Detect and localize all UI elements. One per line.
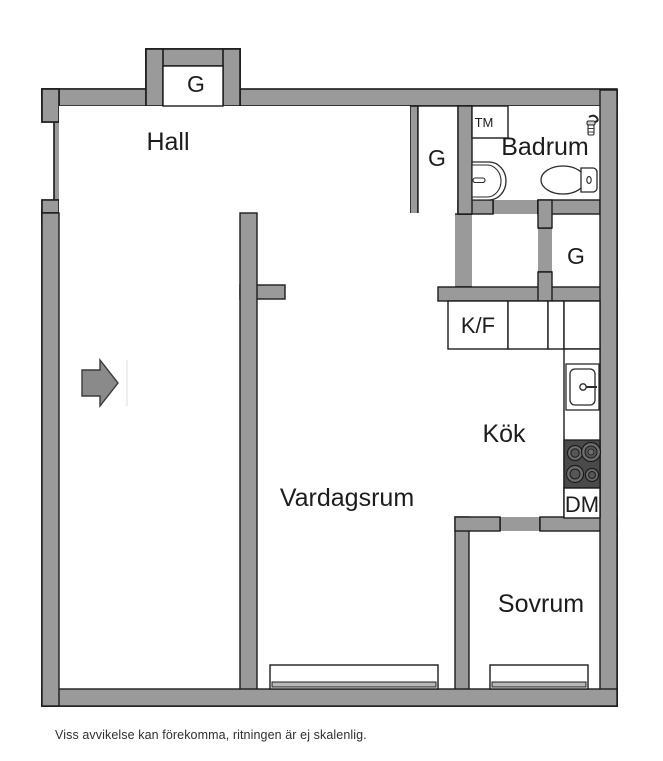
corridor-interior bbox=[472, 214, 538, 287]
right-outer-wall-2 bbox=[599, 89, 618, 707]
sovrum-interior bbox=[469, 531, 600, 689]
closet-right-interior bbox=[417, 105, 459, 215]
room-label-badrum: Badrum bbox=[501, 133, 589, 161]
bathroom-door-jamb-2 bbox=[537, 199, 553, 229]
closet-label-corridor: G bbox=[567, 243, 585, 269]
room-label-kok: Kök bbox=[482, 420, 526, 448]
closet-labels: G G G bbox=[187, 71, 585, 269]
appliance-labels: TM K/F DM bbox=[461, 115, 599, 517]
closet-right-left-wall bbox=[409, 105, 419, 215]
shower-mixer-icon bbox=[586, 114, 599, 136]
hall-interior bbox=[59, 106, 410, 213]
vardagsrum-interior bbox=[59, 213, 240, 689]
appliance-label-fridge-freezer: K/F bbox=[461, 313, 495, 338]
bathroom-fixtures bbox=[471, 105, 599, 204]
window-sovrum bbox=[489, 664, 589, 690]
dishwasher-box bbox=[563, 487, 601, 519]
entrance-arrow bbox=[81, 357, 128, 409]
vardagsrum-interior-mid bbox=[257, 213, 455, 303]
cooktop-icon bbox=[563, 439, 602, 489]
window-vardagsrum bbox=[269, 664, 439, 690]
appliance-label-dishwasher: DM bbox=[565, 492, 599, 517]
bedroom-left-wall-2 bbox=[454, 516, 470, 691]
kitchen-sink-icon bbox=[565, 363, 600, 411]
washbasin-icon bbox=[471, 158, 507, 204]
closet-top-interior bbox=[162, 65, 224, 107]
drawing-disclaimer-caption: Viss avvikelse kan förekomma, ritningen … bbox=[55, 728, 367, 742]
closet-label-hall-right: G bbox=[428, 145, 446, 171]
room-interiors bbox=[41, 65, 618, 707]
cabinet-unit-2 bbox=[507, 300, 549, 350]
bathroom-left-wall-2 bbox=[457, 105, 473, 215]
bedroom-north-wall-stub-2 bbox=[454, 516, 501, 532]
bottom-outer-wall-2 bbox=[41, 688, 618, 707]
top-outer-wall-right bbox=[239, 88, 618, 107]
left-outer-wall-lower-2 bbox=[41, 212, 60, 707]
closet-alcove-left-wall bbox=[145, 48, 164, 107]
closet-label-hall-top: G bbox=[187, 71, 205, 97]
kitchen-cabinets bbox=[447, 300, 602, 519]
hall-right-wall-2 bbox=[239, 212, 258, 691]
room-labels: Hall Vardagsrum Kök Badrum Sovrum bbox=[146, 128, 588, 618]
room-label-sovrum: Sovrum bbox=[498, 590, 584, 618]
toilet-icon bbox=[540, 165, 598, 195]
corridor-closet-left-wall-2 bbox=[537, 271, 553, 302]
washing-machine-box bbox=[471, 105, 509, 139]
corridor-closet-interior bbox=[552, 214, 600, 287]
cabinet-unit-4 bbox=[563, 300, 601, 350]
vardagsrum-interior-lower bbox=[257, 299, 455, 689]
appliance-label-washing-machine: TM bbox=[475, 115, 494, 130]
corridor-closet-south-wall-2 bbox=[437, 286, 618, 302]
windows bbox=[269, 664, 589, 690]
left-outer-wall-upper bbox=[41, 88, 60, 123]
cabinet-unit-3 bbox=[547, 300, 565, 350]
closet-alcove-right-wall bbox=[222, 48, 241, 107]
room-label-hall: Hall bbox=[146, 128, 189, 156]
room-label-vardagsrum: Vardagsrum bbox=[280, 484, 414, 512]
cabinet-fridge-freezer bbox=[447, 300, 509, 350]
